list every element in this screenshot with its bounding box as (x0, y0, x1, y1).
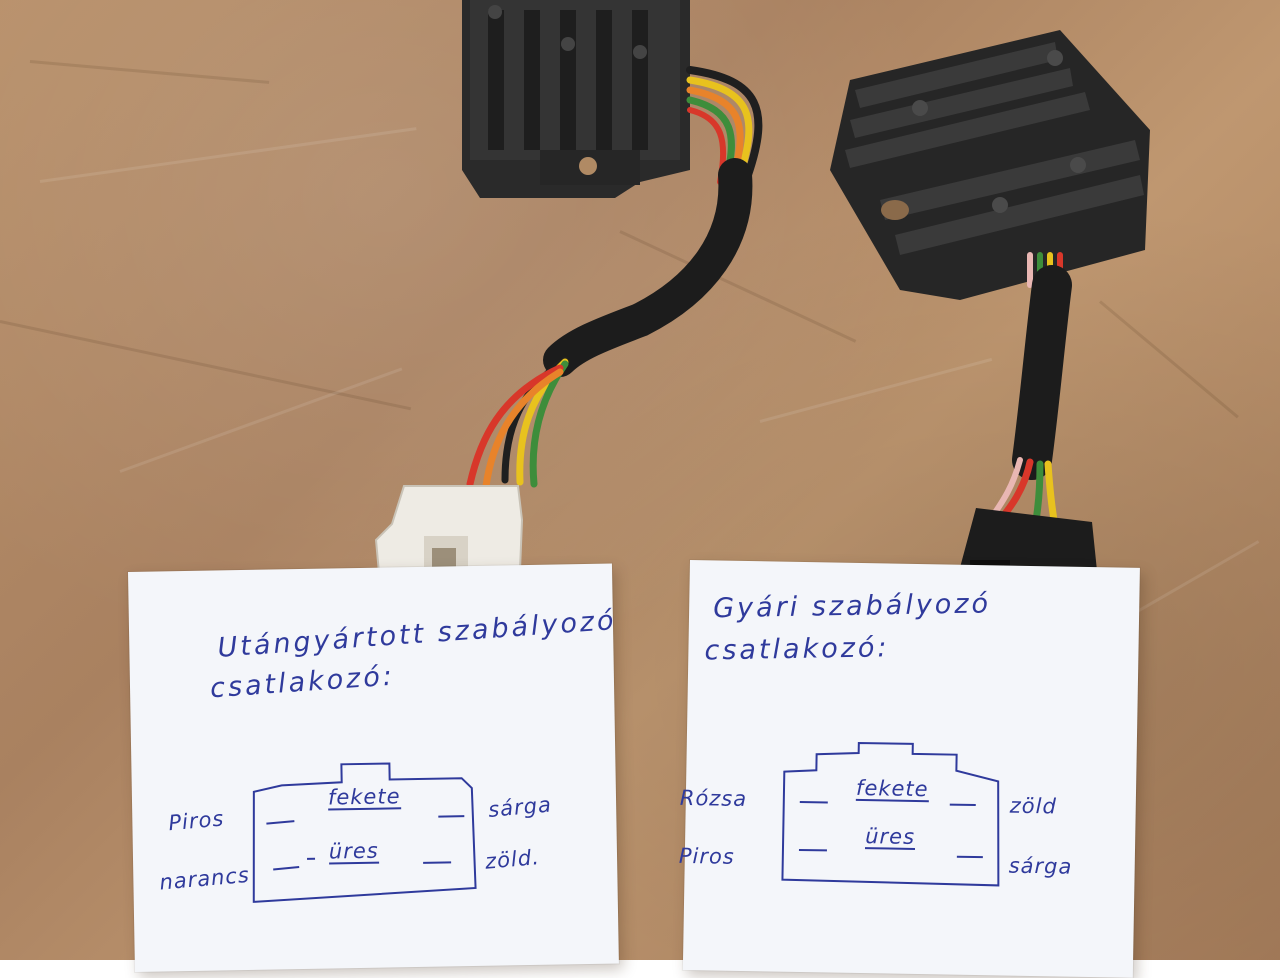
aftermarket-left-top-label: Piros (167, 806, 225, 835)
aftermarket-note: Utángyártott szabályozó csatlakozó: feke… (128, 564, 619, 972)
factory-note: Gyári szabályozó csatlakozó: fekete üres… (683, 560, 1140, 978)
factory-left-top-label: Rózsa (680, 786, 748, 811)
aftermarket-right-bottom-label: zöld. (484, 845, 541, 874)
aftermarket-regulator (462, 0, 690, 198)
aftermarket-center-bottom-label: üres (329, 840, 379, 865)
factory-right-bottom-label: sárga (1009, 854, 1073, 879)
factory-left-bottom-label: Piros (679, 844, 735, 869)
factory-regulator (830, 30, 1150, 300)
factory-connector-diagram (683, 560, 1140, 978)
aftermarket-center-top-label: fekete (328, 785, 401, 810)
factory-right-top-label: zöld (1010, 794, 1057, 819)
factory-center-top-label: fekete (856, 777, 929, 802)
aftermarket-connector-diagram (128, 564, 619, 972)
factory-cable (990, 255, 1060, 520)
factory-center-bottom-label: üres (865, 825, 915, 850)
